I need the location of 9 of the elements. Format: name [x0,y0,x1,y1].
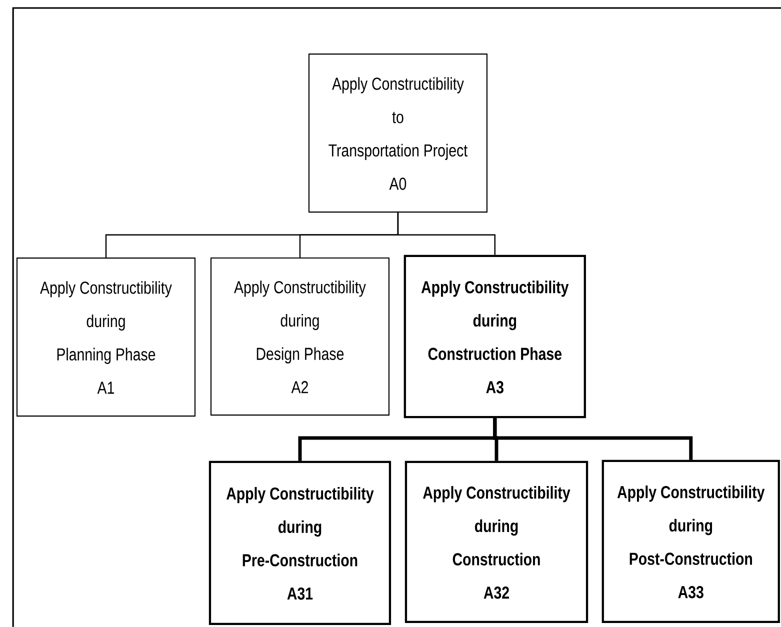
process-box: Apply Constructibility during Construction Phase A3 [404,254,586,418]
process-box: Apply Constructibility during Construction A32 [404,460,588,624]
connector-line [493,418,693,460]
process-box: Apply Constructibility during Pre-Construction A31 [208,460,392,626]
connector-line [397,212,496,255]
process-box: Apply Constructibility during Post-Construction A33 [602,460,780,624]
process-box: Apply Constructibility during Design Phase A2 [210,258,390,416]
process-box: Apply Constructibility to Transportation Project A0 [308,54,488,213]
process-box: Apply Constructibility during Planning Phase A1 [16,258,196,417]
